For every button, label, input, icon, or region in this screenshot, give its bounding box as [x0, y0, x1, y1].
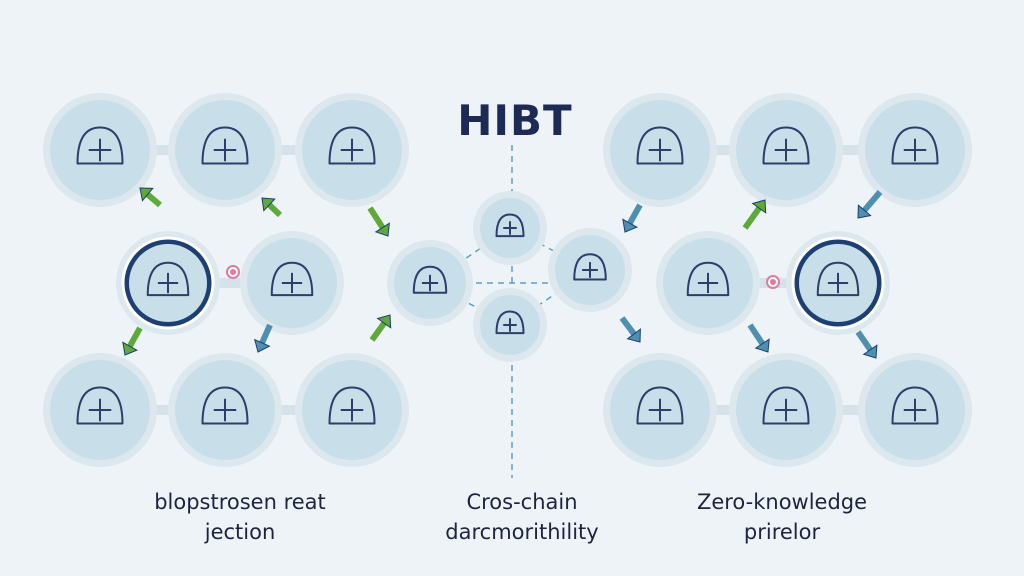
arrow-head	[376, 314, 392, 329]
globe-icon	[636, 126, 684, 165]
shield-network-icon	[816, 261, 860, 297]
device-icon	[328, 126, 376, 165]
node-icon	[412, 265, 448, 294]
hand-icon	[891, 126, 939, 165]
arrow-head	[374, 222, 390, 237]
arrow-shaft	[259, 323, 273, 345]
caption-right: Zero-knowledge prirelor	[652, 487, 912, 547]
arrow-shaft	[367, 206, 386, 230]
arrow-shaft	[747, 323, 765, 346]
figure-icon	[636, 386, 684, 425]
coin-icon	[201, 386, 249, 425]
arrow-shaft	[127, 326, 143, 348]
printer-icon	[762, 126, 810, 165]
arrow-head	[139, 187, 154, 202]
arrow-head	[122, 341, 139, 356]
arrow-head	[751, 199, 767, 214]
arrow-shaft	[619, 316, 637, 336]
arrow-shaft	[742, 206, 762, 230]
arrow-shaft	[145, 192, 162, 208]
arrow-head	[857, 204, 872, 219]
arrow-head	[754, 338, 770, 353]
caption-left-line2: jection	[204, 520, 276, 544]
arrow-shaft	[369, 321, 387, 342]
arrow-head	[862, 344, 878, 359]
caption-center-line2: darcmorithility	[445, 520, 599, 544]
token-icon	[495, 213, 525, 238]
cloud-icon	[76, 126, 124, 165]
arrow-shaft	[267, 202, 283, 218]
bridge-icon	[573, 253, 607, 281]
arrow-head	[626, 328, 641, 343]
arrow-shaft	[862, 190, 883, 213]
caption-left-line1: blopstrosen reat	[154, 490, 326, 514]
watch-icon	[76, 386, 124, 425]
file-box-icon	[270, 261, 314, 297]
arrow-head	[254, 338, 271, 353]
token-icon	[495, 310, 525, 335]
cup-icon	[328, 386, 376, 425]
diagram-title: HIBT	[457, 96, 573, 145]
blocks-icon	[146, 261, 190, 297]
caption-center: Cros-chain darcmorithility	[392, 487, 652, 547]
caption-center-line1: Cros-chain	[466, 490, 578, 514]
arrow-head	[261, 197, 276, 212]
snake-icon	[762, 386, 810, 425]
cubes-icon	[686, 261, 730, 297]
caption-right-line1: Zero-knowledge	[696, 490, 868, 514]
arrow-head	[622, 218, 639, 233]
dot-marker-center	[230, 269, 236, 275]
arrow-shaft	[627, 203, 643, 225]
coin-exchange-icon	[891, 386, 939, 425]
dot-marker-center	[770, 279, 776, 285]
caption-right-line2: prirelor	[743, 520, 821, 544]
arrow-shaft	[855, 330, 873, 352]
caption-left: blopstrosen reat jection	[110, 487, 370, 547]
hand-coin-icon	[201, 126, 249, 165]
